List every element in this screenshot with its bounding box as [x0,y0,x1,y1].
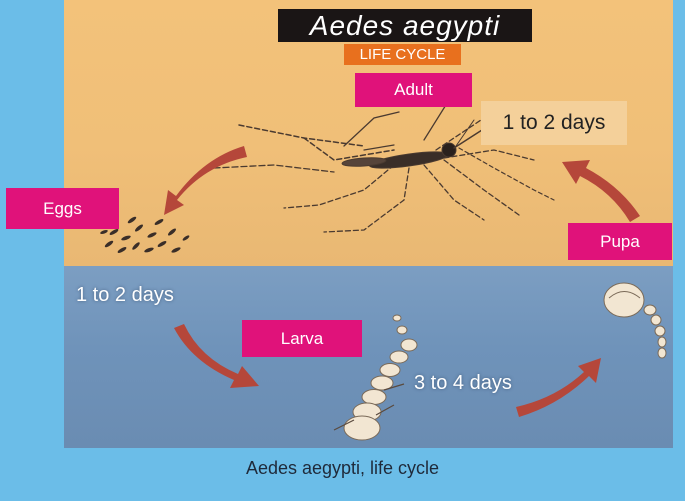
pupa-illustration [604,283,666,358]
stage-label-larva: Larva [242,320,362,357]
duration-larva-to-pupa: 3 to 4 days [414,372,512,395]
duration-pupa-to-adult: 1 to 2 days [481,101,627,145]
cycle-arrows [164,146,640,417]
stage-label-eggs: Eggs [6,188,119,229]
arrow-larva-to-pupa [516,358,601,417]
diagram-subtitle: LIFE CYCLE [344,44,461,65]
duration-eggs-to-larva: 1 to 2 days [76,284,174,307]
arrow-adult-to-eggs [164,146,247,215]
diagram-title: Aedes aegypti [278,9,532,42]
stage-label-adult: Adult [355,73,472,107]
arrow-pupa-to-adult [562,160,640,222]
stage-label-pupa: Pupa [568,223,672,260]
figure-caption: Aedes aegypti, life cycle [0,458,685,479]
